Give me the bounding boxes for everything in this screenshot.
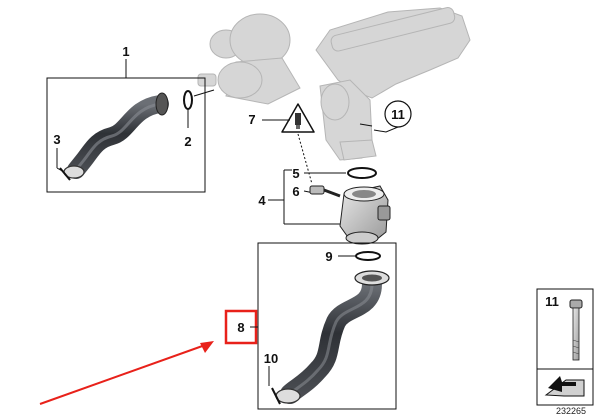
callout-5[interactable]: 5 [292, 166, 299, 181]
clamp-3[interactable] [59, 167, 71, 181]
callout-9[interactable]: 9 [325, 249, 332, 264]
red-arrow-icon [39, 341, 214, 405]
callout-1[interactable]: 1 [122, 44, 129, 59]
diagram-id: 232265 [556, 406, 586, 416]
throttle-housing[interactable] [339, 185, 391, 245]
o-ring-9[interactable] [355, 251, 381, 261]
callout-3[interactable]: 3 [53, 132, 60, 147]
callout-11-circle[interactable]: 11 [384, 100, 412, 128]
callout-4[interactable]: 4 [258, 193, 266, 208]
clamp-10[interactable] [271, 387, 281, 405]
bolt-icon[interactable] [569, 299, 583, 361]
assembly-frame-8 [257, 242, 397, 410]
screw-6[interactable] [309, 185, 341, 198]
svg-text:11: 11 [391, 107, 405, 122]
hardware-box-label: 11 [545, 294, 559, 309]
o-ring-5[interactable] [347, 167, 377, 179]
callout-2[interactable]: 2 [184, 134, 191, 149]
turbocharger-ghost [197, 13, 301, 105]
callout-7[interactable]: 7 [248, 112, 255, 127]
o-ring-2[interactable] [183, 90, 193, 110]
parts-set-icon [544, 376, 585, 397]
svg-text:8: 8 [237, 320, 244, 335]
callout-10[interactable]: 10 [264, 351, 278, 366]
assembly-frame-1 [46, 59, 206, 193]
intake-manifold-ghost [315, 7, 471, 161]
pressure-sensor-7[interactable] [281, 103, 315, 133]
callout-6[interactable]: 6 [292, 184, 299, 199]
charge-air-hose-lower[interactable] [275, 270, 390, 404]
charge-air-hose-upper[interactable] [63, 92, 169, 179]
